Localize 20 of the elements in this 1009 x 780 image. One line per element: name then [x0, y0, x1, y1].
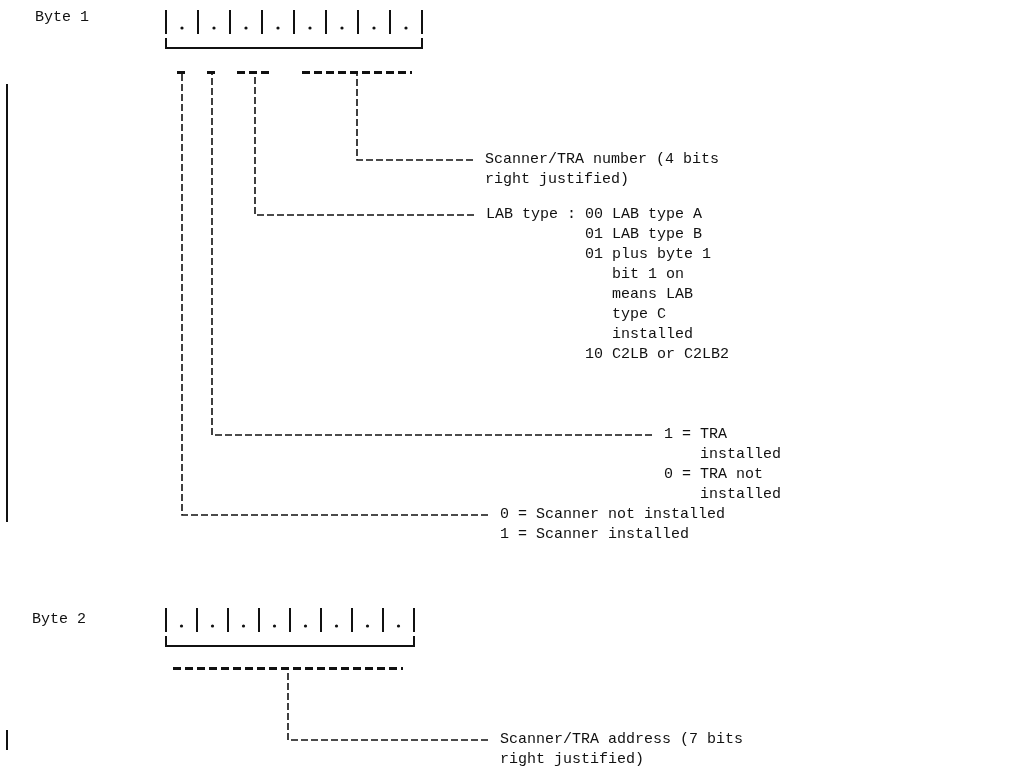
byte-label: Byte 1 — [35, 8, 89, 28]
bit-range-bar — [173, 667, 403, 670]
byte-label: Byte 2 — [32, 610, 86, 630]
value-description: 00 LAB type A — [585, 205, 704, 225]
bit-range-bar — [207, 71, 217, 74]
field-label: LAB type : — [486, 205, 576, 225]
bit-range-bar — [177, 71, 187, 74]
value-description: 0 = Scanner not installed — [500, 505, 726, 525]
bit-range-bar — [302, 71, 412, 74]
value-description: 1 = Scanner installed — [500, 525, 691, 545]
value-description: 10 C2LB or C2LB2 — [585, 345, 730, 365]
field-description: Scanner/TRA address (7 bits right justified) — [500, 730, 790, 770]
value-description: 01 plus byte 1 bit 1 on means LAB type C installed — [585, 245, 713, 345]
field-description: Scanner/TRA number (4 bits right justified) — [485, 150, 745, 190]
leader-line — [211, 73, 653, 436]
leader-line — [181, 73, 489, 516]
value-description: 01 LAB type B — [585, 225, 704, 245]
value-description: 1 = TRA installed — [664, 425, 782, 465]
value-description: 0 = TRA not installed — [664, 465, 782, 505]
leader-line — [356, 73, 474, 161]
